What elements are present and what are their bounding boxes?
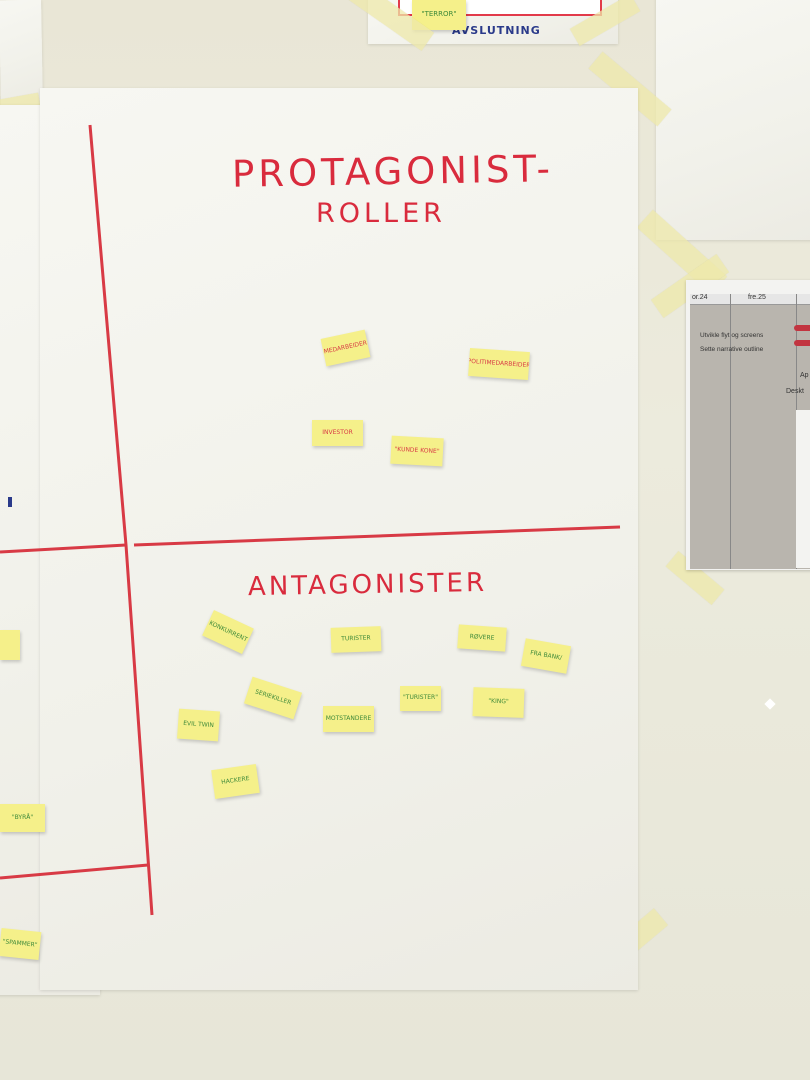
top-sheet-text: AVSLUTNING bbox=[452, 24, 541, 37]
protagonist-heading-line2: ROLLER bbox=[316, 198, 446, 229]
sticky-note: "BYRÅ" bbox=[0, 804, 45, 832]
antagonist-heading: ANTAGONISTER bbox=[247, 567, 488, 603]
screen-row1: Utvikle flyt og screens bbox=[700, 332, 764, 339]
sticky-note: "KUNDE KONE" bbox=[390, 435, 444, 467]
sticky-note: MOTSTANDERE bbox=[323, 706, 374, 732]
sticky-note: "TURISTER" bbox=[400, 686, 441, 711]
sticky-note: POLITIMEDARBEIDER bbox=[468, 347, 530, 381]
sticky-note: INVESTOR bbox=[312, 420, 363, 446]
sticky-note: EVIL TWIN bbox=[177, 708, 220, 742]
screen-snip2: Deskt bbox=[786, 388, 804, 395]
sticky-note: TURISTER bbox=[330, 626, 382, 653]
sticky-note: "KING" bbox=[472, 687, 525, 718]
screen-col1: or.24 bbox=[692, 294, 708, 301]
screen-row2: Sette narrative outline bbox=[700, 346, 764, 353]
protagonist-heading-line1: PROTAGONIST- bbox=[231, 147, 555, 196]
screen-snip1: Ap bbox=[800, 372, 809, 379]
main-poster bbox=[40, 88, 638, 990]
sticky-note: RØVERE bbox=[457, 624, 507, 652]
sticky-note: HACKERE bbox=[211, 764, 260, 799]
printed-screenshot: or.24 fre.25 Utvikle flyt og screens Set… bbox=[686, 280, 810, 570]
top-right-paper bbox=[656, 0, 810, 240]
screen-col2: fre.25 bbox=[748, 294, 766, 301]
sticky-note: "SPAMMER" bbox=[0, 927, 42, 961]
sticky-note-edge bbox=[0, 630, 20, 660]
